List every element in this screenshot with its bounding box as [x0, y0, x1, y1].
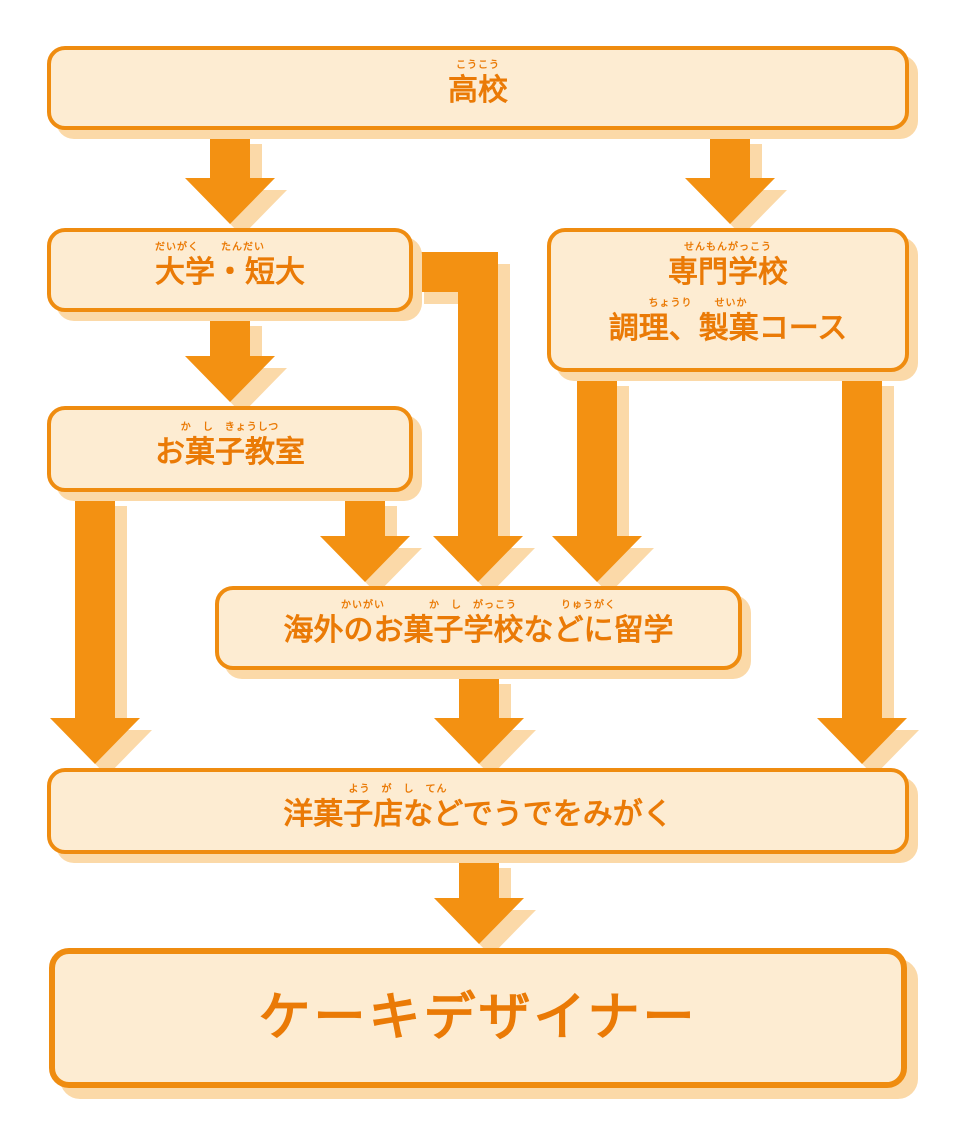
high-school-box: こうこう 高校 [47, 46, 909, 130]
arrow-study-abroad-to-pastry-shop [434, 672, 524, 764]
high-school-label: 高校 [448, 73, 508, 108]
study-abroad-box: かいがい か し がっこう りゅうがく 海外のお菓子学校などに留学 [215, 586, 742, 670]
pastry-shop-label: 洋菓子店などでうでをみがく [283, 797, 673, 832]
arrow-highschool-to-university [185, 132, 275, 224]
sweets-class-ruby: か し きょうしつ [180, 422, 280, 433]
high-school-ruby: こうこう [456, 60, 500, 71]
study-abroad-ruby: かいがい か し がっこう りゅうがく [341, 600, 616, 611]
vocational-school-box: せんもんがっこう 専門学校 ちょうり せいか 調理、製菓コース [547, 228, 909, 372]
university-label: 大学・短大 [155, 255, 305, 290]
arrow-vocational-to-pastry-shop [817, 374, 907, 764]
cooking-course-ruby: ちょうり せいか [648, 298, 748, 309]
arrow-university-to-sweets-class [185, 314, 275, 402]
sweets-class-box: か し きょうしつ お菓子教室 [47, 406, 413, 492]
arrow-sweets-class-to-study-abroad [320, 494, 410, 582]
pastry-shop-box: よう が し てん 洋菓子店などでうでをみがく [47, 768, 909, 854]
arrow-pastry-shop-to-cake-designer [434, 856, 524, 944]
arrow-highschool-to-vocational [685, 132, 775, 224]
study-abroad-label: 海外のお菓子学校などに留学 [283, 613, 674, 648]
arrow-vocational-to-study-abroad [552, 374, 642, 582]
pastry-shop-ruby: よう が し てん [348, 784, 448, 795]
university-box: だいがく たんだい 大学・短大 [47, 228, 413, 312]
arrow-sweets-class-to-pastry-shop [50, 494, 140, 764]
vocational-school-ruby: せんもんがっこう [684, 242, 772, 253]
cake-designer-box: ケーキデザイナー [49, 948, 907, 1088]
vocational-school-label: 専門学校 [668, 255, 788, 290]
sweets-class-label: お菓子教室 [155, 435, 305, 470]
university-ruby: だいがく たんだい [155, 242, 265, 253]
arrow-university-to-study-abroad [412, 252, 523, 582]
cake-designer-label: ケーキデザイナー [258, 988, 698, 1048]
cooking-course-label: 調理、製菓コース [608, 311, 848, 346]
arrows [50, 132, 907, 944]
